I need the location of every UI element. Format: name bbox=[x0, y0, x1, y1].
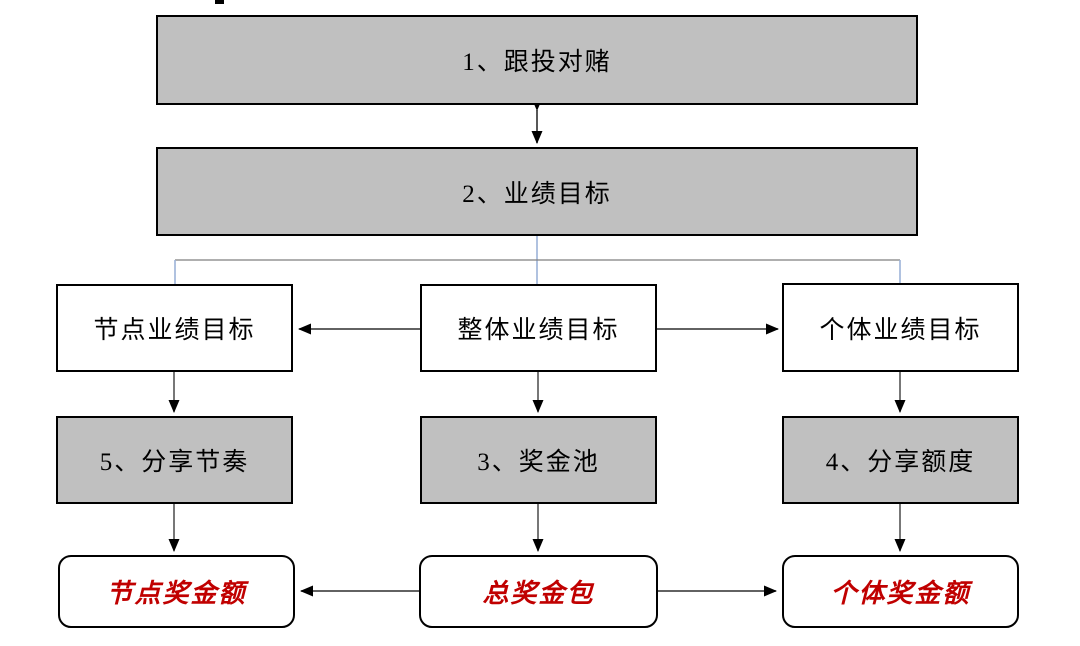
box-node-performance-target: 节点业绩目标 bbox=[56, 284, 293, 372]
box-sharing-rhythm: 5、分享节奏 bbox=[56, 416, 293, 504]
box-overall-performance-target: 整体业绩目标 bbox=[420, 284, 657, 372]
box-follow-investment-bet: 1、跟投对赌 bbox=[156, 15, 918, 105]
box-node-bonus-amount: 节点奖金额 bbox=[58, 555, 295, 628]
box-individual-bonus-amount: 个体奖金额 bbox=[782, 555, 1019, 628]
box-sharing-quota: 4、分享额度 bbox=[782, 416, 1019, 504]
box-performance-target: 2、业绩目标 bbox=[156, 147, 918, 236]
top-crop-mark bbox=[215, 0, 224, 4]
box-individual-performance-target: 个体业绩目标 bbox=[782, 283, 1019, 372]
box-bonus-pool: 3、奖金池 bbox=[420, 416, 657, 504]
box-total-bonus-package: 总奖金包 bbox=[419, 555, 658, 628]
